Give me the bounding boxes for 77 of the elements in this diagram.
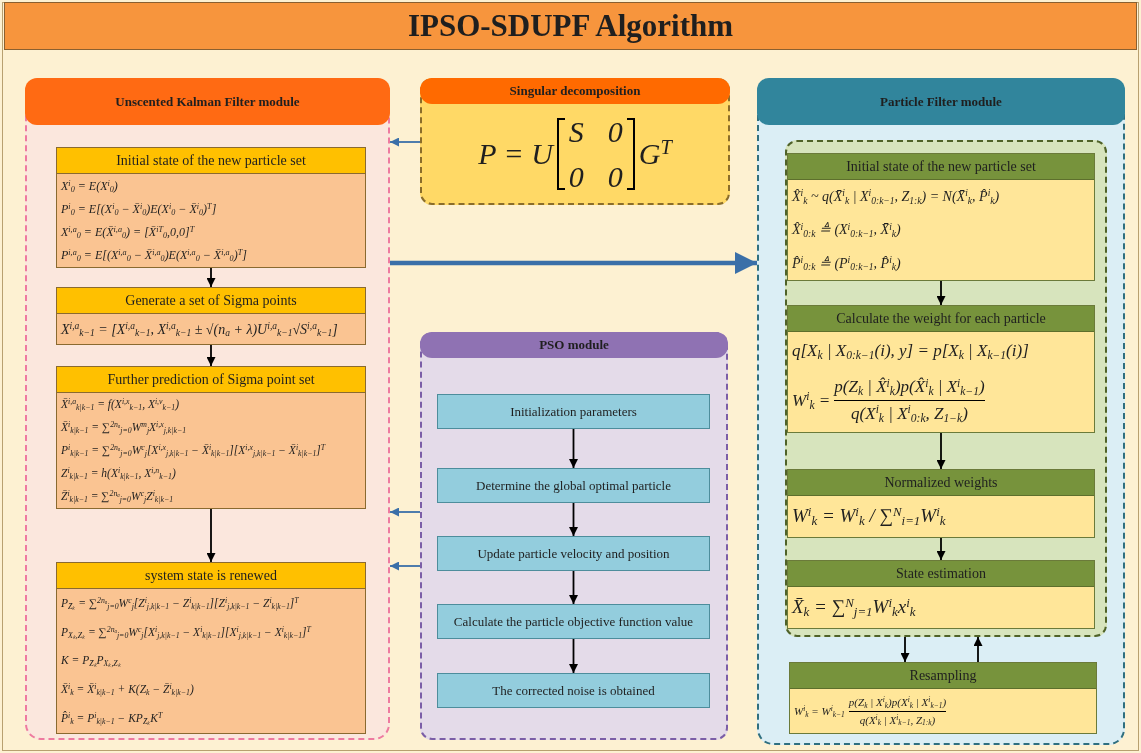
box-header: Further prediction of Sigma point set bbox=[57, 367, 365, 393]
formula: X̄$^{i,a}$$_{k|k−1}$ = f(X$^{i,x}$$_{k−1}$, X$^{i,v}$$_{k−1}$) bbox=[61, 397, 179, 410]
arrow bbox=[569, 428, 578, 469]
process-box: Calculate the particle objective function value bbox=[437, 604, 710, 639]
formula: Z$^{i}$$_{k|k−1}$ = h(X$^{i}$$_{k|k−1}$, X$^{i,n}$$_{k−1}$) bbox=[61, 466, 176, 479]
process-box bbox=[789, 662, 1097, 734]
arrow bbox=[973, 636, 983, 663]
process-box: Update particle velocity and position bbox=[437, 536, 710, 571]
arrow bbox=[389, 507, 421, 517]
process-box bbox=[56, 287, 366, 345]
arrow bbox=[936, 432, 946, 470]
arrow bbox=[390, 251, 757, 275]
formula: P$_{Xₖ,Zₖ}$ = ∑$^{2nₐ}$$_{j=0}$W$^{c}$$_{j}$[X$^{i}$$_{j,k|k−1}$ − X$^{i}$$_{k|k−1}$][X$^{i}$$_{j,k|k−1}$ − X$^{i}$$_{k|k−1}$]$^{T}$ bbox=[61, 625, 311, 638]
formula: P̂$^{i}$$_{0:k}$ ≜ (P$^{i}$$_{0:k−1}$, P̂$^{i}$$_{k}$) bbox=[792, 255, 901, 271]
formula: P = U bbox=[478, 136, 553, 172]
formula: q[X$_{k}$ | X$_{0:k−1}$(i), y] = p[X$_{k}$ | X$_{k−1}$(i)] bbox=[792, 340, 1029, 360]
arrow bbox=[389, 561, 421, 571]
formula: K = P$_{Z̄ₖ}$P$_{Xₖ,Zₖ}$ bbox=[61, 654, 121, 667]
box-header: Initial state of the new particle set bbox=[788, 154, 1094, 180]
formula: S bbox=[568, 113, 584, 150]
formula: X$^{i,a}$$_{k−1}$ = [X$^{i,a}$$_{k−1}$, X$^{i,a}$$_{k−1}$ ± √(n$_{a}$ + λ)U$^{i,a}$$_{k−1}$√S$^{i,a}$$_{k−1}$] bbox=[61, 321, 338, 337]
arrow bbox=[206, 344, 216, 367]
process-box bbox=[56, 147, 366, 268]
arrow bbox=[206, 508, 216, 563]
process-box bbox=[56, 562, 366, 734]
formula: W$^{i}$$_{k}$ = bbox=[792, 388, 831, 414]
formula: 0 bbox=[607, 113, 623, 150]
formula: G$^{T}$ bbox=[638, 134, 672, 172]
formula: p(Z$_{k}$ | X̂$^{i}$$_{k}$)p(X̂$^{i}$$_{k}$ | X$^{i}$$_{k−1}$) bbox=[834, 375, 985, 400]
arrow bbox=[389, 137, 421, 147]
arrow bbox=[569, 570, 578, 605]
formula: q(X$^{i}$$_{k}$ | X$^{i}$$_{k−1}$, Z$_{1:k}$) bbox=[859, 711, 936, 728]
box-header: Normalized weights bbox=[788, 470, 1094, 496]
process-box bbox=[787, 560, 1095, 629]
formula: X$^{i,a}$$_{0}$ = E(X̄$^{i,a}$$_{0}$) = [X̄$^{iT}$$_{0}$,0,0]$^{T}$ bbox=[61, 225, 195, 240]
formula: P$^{i,a}$$_{0}$ = E[(X$^{i,a}$$_{0}$ − X̄$^{i,a}$$_{0}$)E(X$^{i,a}$$_{0}$ − X̄$^{i,a}$$_{0}$)$^{T}$] bbox=[61, 248, 247, 263]
formula: P̂$^{i}$$_{k}$ = P$^{i}$$_{k|k−1}$ − KP$_{Z̄ₖ}$K$^{T}$ bbox=[61, 711, 163, 724]
process-box bbox=[56, 366, 366, 509]
arrow bbox=[569, 638, 578, 674]
module-panel bbox=[25, 78, 390, 740]
module-header: Unscented Kalman Filter module bbox=[25, 78, 390, 125]
formula: 0 bbox=[607, 158, 623, 195]
process-box bbox=[787, 305, 1095, 433]
box-header: system state is renewed bbox=[57, 563, 365, 589]
title-bar: IPSO-SDUPF Algorithm bbox=[4, 2, 1137, 50]
module-panel bbox=[420, 332, 728, 740]
box-header: Generate a set of Sigma points bbox=[57, 288, 365, 314]
formula: X̄$^{i}$$_{k}$ = X̄$^{i}$$_{k|k−1}$ + K(Z$_{k}$ − Z̄$^{i}$$_{k|k−1}$) bbox=[61, 683, 194, 696]
formula: 0 bbox=[568, 158, 584, 195]
arrow bbox=[936, 537, 946, 561]
process-box bbox=[787, 153, 1095, 281]
module-panel bbox=[420, 78, 730, 205]
arrow bbox=[900, 636, 910, 663]
box-header: State estimation bbox=[788, 561, 1094, 587]
box-header: Resampling bbox=[790, 663, 1096, 689]
process-box: Determine the global optimal particle bbox=[437, 468, 710, 503]
box-header: Initial state of the new particle set bbox=[57, 148, 365, 174]
process-box: Initialization parameters bbox=[437, 394, 710, 429]
formula: p(Z$_{k}$ | X$^{i}$$_{k}$)p(X$^{i}$$_{k}$ | X$^{i}$$_{k−1}$) bbox=[848, 694, 947, 711]
process-box: The corrected noise is obtained bbox=[437, 673, 710, 708]
module-header: Particle Filter module bbox=[757, 78, 1125, 125]
process-box bbox=[787, 469, 1095, 538]
formula: q(X$^{i}$$_{k}$ | X$^{i}$$_{0:k}$, Z$_{1−k}$) bbox=[851, 402, 968, 427]
formula: X$^{i}$$_{0}$ = E(X$^{i}$$_{0}$) bbox=[61, 178, 118, 193]
arrow bbox=[569, 502, 578, 537]
formula: X̂$^{i}$$_{0:k}$ ≜ (X$^{i}$$_{0:k−1}$, X̄$^{i}$$_{k}$) bbox=[792, 222, 901, 238]
formula: P$^{i}$$_{0}$ = E[(X$^{i}$$_{0}$ − X̄$^{i}$$_{0}$)E(X$^{i}$$_{0}$ − X̄$^{i}$$_{0}$)$^{T}$] bbox=[61, 201, 217, 216]
module-header: Singular decomposition bbox=[420, 78, 730, 104]
dashed-group-box bbox=[785, 140, 1107, 637]
formula: P$^{i}$$_{k|k−1}$ = ∑$^{2nₐ}$$_{j=0}$W$^{c}$$_{j}$[X$^{i,x}$$_{j,k|k−1}$ − X̄$^{i}$$_{k|k−1}$][X$^{i,x}$$_{j,k|k−1}$ − X̄$^{i}$$_{k|k−1}$]$^{T}$ bbox=[61, 443, 326, 456]
formula: X̂$^{i}$$_{k}$ ~ q(X̄$^{i}$$_{k}$ | X$^{i}$$_{0:k−1}$, Z$_{1:k}$) = N(X̄$^{i}$$_{k}$, P̂$^{i}$$_{k}$) bbox=[792, 189, 1000, 205]
arrow bbox=[206, 267, 216, 288]
module-panel bbox=[757, 78, 1125, 745]
formula: P$_{Z̄ₖ}$ = ∑$^{2nₐ}$$_{j=0}$W$^{c}$$_{j}$[Z$^{i}$$_{j,k|k−1}$ − Z$^{i}$$_{k|k−1}$][Z$^{i}$$_{j,k|k−1}$ − Z$^{i}$$_{k|k−1}$]$^{T}$ bbox=[61, 596, 299, 609]
arrow bbox=[936, 280, 946, 306]
box-header: Calculate the weight for each particle bbox=[788, 306, 1094, 332]
module-header: PSO module bbox=[420, 332, 728, 358]
